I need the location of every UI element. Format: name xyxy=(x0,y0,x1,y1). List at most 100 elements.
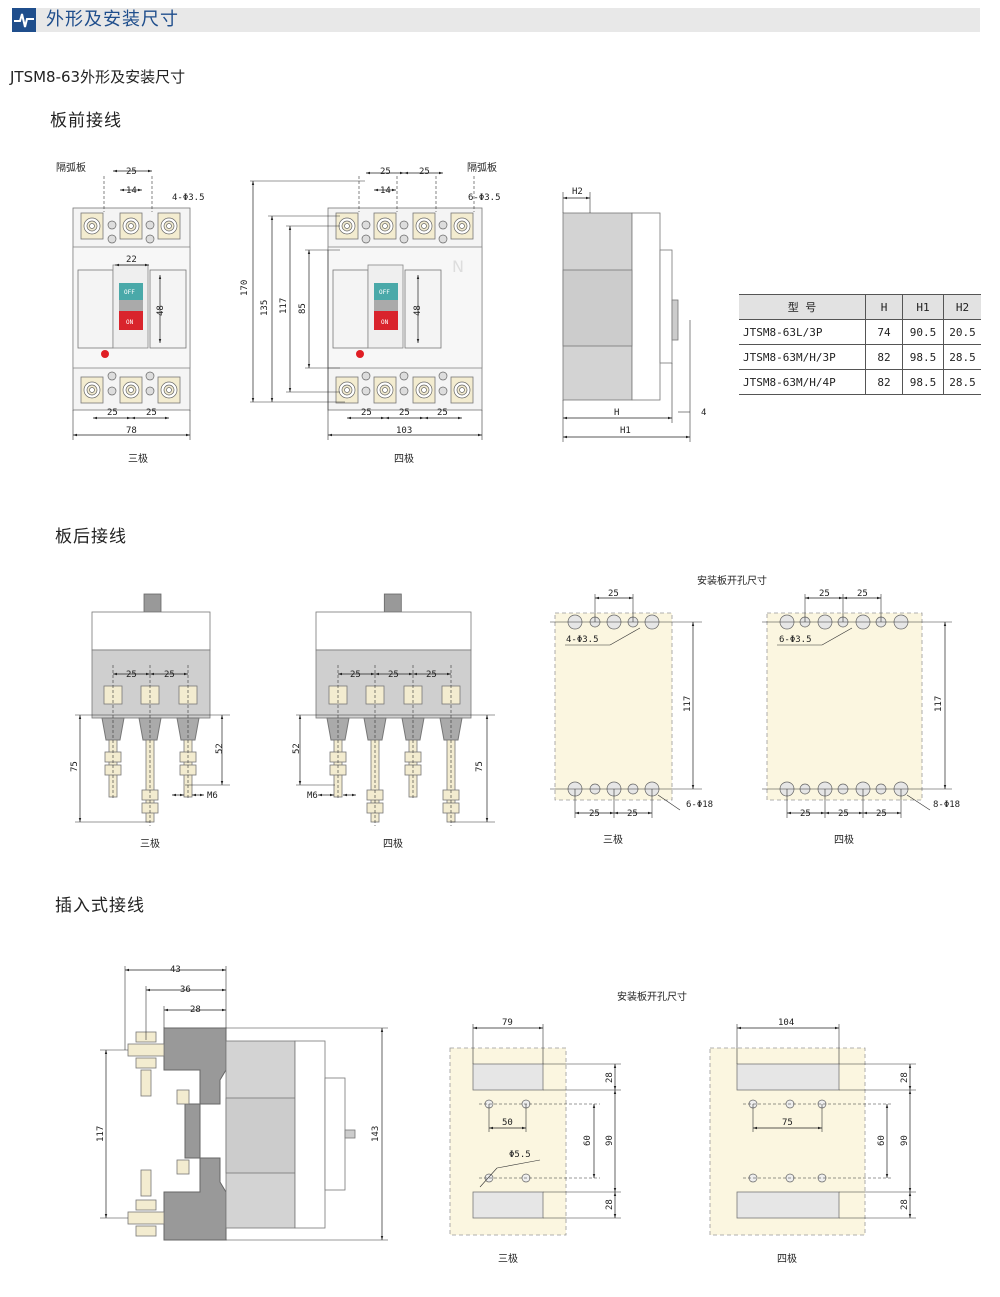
col-h1: H1 xyxy=(902,294,944,320)
dim-label: 28 xyxy=(900,1199,910,1210)
dim-label: 103 xyxy=(396,426,412,436)
dim-label: 117 xyxy=(96,1126,106,1142)
dim-label: 143 xyxy=(371,1126,381,1142)
dim-label: 6-Φ18 xyxy=(686,800,713,810)
extension-line xyxy=(609,627,641,646)
dim-label: 90 xyxy=(605,1135,615,1146)
cutout-title: 安装板开孔尺寸 xyxy=(697,574,767,587)
screw-icon xyxy=(107,386,117,396)
dim-label: 36 xyxy=(180,985,191,995)
extension-line xyxy=(496,1159,541,1169)
screw-icon xyxy=(145,386,155,396)
dim-label: 25 xyxy=(126,167,137,177)
dim-label: 85 xyxy=(298,303,308,314)
dim-label: 25 xyxy=(437,408,448,418)
terminal-screw-icon xyxy=(459,223,465,229)
dim-label: 48 xyxy=(413,305,423,316)
connector-sleeve xyxy=(439,717,463,741)
front-4pole-drawing: OFF ON N 隔弧板 25 25 14 6-Φ3.5 48 170 135 … xyxy=(240,161,501,465)
terminal-screw-icon xyxy=(89,223,95,229)
dim-label: 48 xyxy=(156,305,166,316)
off-label: OFF xyxy=(124,289,135,296)
cell: 74 xyxy=(865,319,903,345)
cell: JTSM8-63L/3P xyxy=(739,319,866,345)
terminal-screw-icon xyxy=(344,387,350,393)
header-title: 外形及安装尺寸 xyxy=(46,9,179,30)
connector-sleeve xyxy=(363,717,387,741)
dim-label: 79 xyxy=(502,1018,513,1028)
caption-three-pole: 三极 xyxy=(140,837,160,850)
arc-barrier-label: 隔弧板 xyxy=(56,161,86,174)
caption-three-pole: 三极 xyxy=(128,452,148,465)
dim-label: 104 xyxy=(778,1018,794,1028)
connector-sleeve xyxy=(101,717,125,741)
screw-icon xyxy=(107,371,117,381)
screw-icon xyxy=(361,234,371,244)
knob xyxy=(383,593,402,613)
dim-label: Φ5.5 xyxy=(509,1150,531,1160)
on-indicator xyxy=(374,311,398,330)
side-middle xyxy=(562,269,633,347)
stud xyxy=(140,1169,152,1197)
dim-label: 52 xyxy=(292,743,302,754)
on-label: ON xyxy=(381,319,389,326)
screw-icon xyxy=(145,234,155,244)
nut xyxy=(127,1043,165,1057)
table-header-row: 型 号 H H1 H2 xyxy=(739,294,981,320)
rear-body-top xyxy=(91,611,211,651)
terminal-screw-icon xyxy=(382,387,388,393)
side-view-drawing: H2 H H1 4 xyxy=(572,187,706,436)
indicator-dot xyxy=(356,350,364,358)
cell: 98.5 xyxy=(902,369,944,395)
connector-sleeve xyxy=(176,717,200,741)
cell: 28.5 xyxy=(943,344,981,370)
plugin-front xyxy=(294,1040,326,1229)
mounting-panel xyxy=(766,612,923,801)
screw-icon xyxy=(399,386,409,396)
off-indicator xyxy=(374,283,398,300)
dim-label: 43 xyxy=(170,965,181,975)
dim-label: 25 xyxy=(126,670,137,680)
screw-icon xyxy=(107,234,117,244)
bolt xyxy=(176,1159,190,1175)
dim-label: 14 xyxy=(380,186,391,196)
side-body-front xyxy=(631,212,661,401)
stud xyxy=(140,1069,152,1097)
caption-four-pole: 四极 xyxy=(383,837,403,850)
dim-label: 60 xyxy=(583,1135,593,1146)
terminal-screw-icon xyxy=(89,387,95,393)
screw-icon xyxy=(107,220,117,230)
dim-label: 75 xyxy=(475,761,485,772)
dim-label: 28 xyxy=(900,1072,910,1083)
caption-three-pole: 三极 xyxy=(603,833,623,846)
dim-label: 14 xyxy=(126,186,137,196)
switch-handle xyxy=(119,300,143,311)
dim-label: 117 xyxy=(934,696,944,712)
dim-label: 117 xyxy=(279,298,289,314)
rear-body-top xyxy=(315,611,472,651)
cutout-slot xyxy=(472,1063,544,1091)
switch-handle xyxy=(374,300,398,311)
screw-icon xyxy=(145,371,155,381)
cell: 28.5 xyxy=(943,369,981,395)
connector-sleeve xyxy=(326,717,350,741)
cutout-title: 安装板开孔尺寸 xyxy=(617,990,687,1003)
dim-label: 117 xyxy=(683,696,693,712)
plugin-body-middle xyxy=(225,1097,296,1174)
rear-drawings: 25 25 75 52 M6 三极 25 25 25 52 75 M6 四极 安… xyxy=(70,574,960,850)
page-subtitle: JTSM8-63外形及安装尺寸 xyxy=(10,68,186,86)
panel-right xyxy=(404,269,442,349)
dim-label: 90 xyxy=(900,1135,910,1146)
dim-label: 28 xyxy=(190,1005,201,1015)
caption-four-pole: 四极 xyxy=(394,452,414,465)
terminal-screw-icon xyxy=(459,387,465,393)
dim-label: 28 xyxy=(605,1072,615,1083)
dim-label: 25 xyxy=(857,589,868,599)
dim-label: 75 xyxy=(782,1118,793,1128)
screw-icon xyxy=(361,371,371,381)
col-h: H xyxy=(865,294,903,320)
side-handle xyxy=(671,299,679,341)
dim-label: M6 xyxy=(207,791,218,801)
